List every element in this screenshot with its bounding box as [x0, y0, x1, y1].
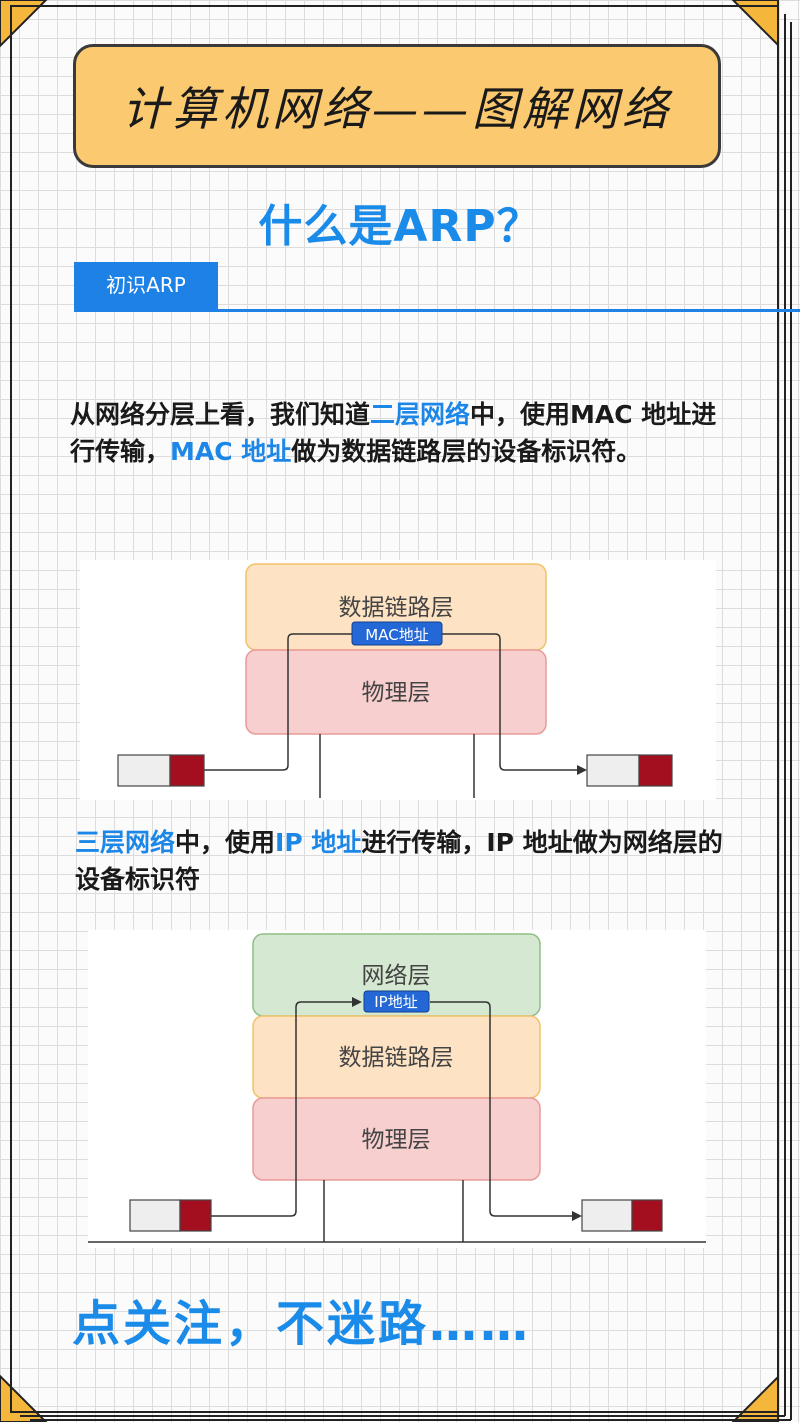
- receiver-device-port: [631, 1199, 663, 1232]
- path-arrow-up: [204, 633, 432, 771]
- para2-highlight-1: 三层网络: [75, 828, 176, 857]
- section-tab: 初识ARP: [74, 262, 218, 309]
- mac-address-tag-label: MAC地址: [365, 626, 428, 644]
- sender-device-body: [117, 754, 171, 787]
- ip-address-tag: [363, 990, 430, 1013]
- path-arrow-down: [442, 633, 577, 771]
- subtitle: 什么是ARP？: [258, 201, 542, 252]
- para1-highlight-2: MAC 地址: [170, 437, 292, 466]
- layer-datalink-label: 数据链路层: [339, 595, 454, 621]
- para1-text-2: 中，使用MAC 地址进行传输，: [70, 400, 717, 466]
- sender-device-port: [179, 1199, 212, 1232]
- paragraph-mac: 从网络分层上看，我们知道二层网络中，使用MAC 地址进行传输，MAC 地址做为数…: [70, 396, 740, 470]
- page-title: 计算机网络——图解网络: [122, 82, 672, 136]
- path-arrow-up: [211, 1001, 352, 1217]
- receiver-device-body: [581, 1199, 633, 1232]
- para2-text-2: 进行传输，IP 地址做为网络层的设备标识符: [75, 828, 723, 894]
- ip-address-tag-label: IP地址: [374, 993, 417, 1011]
- para1-text-1: 从网络分层上看，我们知道: [70, 400, 371, 429]
- receiver-device-port: [638, 754, 673, 787]
- layer-physical-label: 物理层: [362, 680, 431, 706]
- footer-call-to-action: 点关注，不迷路……: [72, 1296, 532, 1352]
- layer-datalink-label: 数据链路层: [339, 1045, 454, 1071]
- layer-physical: [252, 1097, 541, 1181]
- layer-physical: [245, 649, 547, 735]
- diagram-ip: 网络层 数据链路层 物理层 IP地址: [88, 930, 706, 1248]
- paragraph-ip: 三层网络中，使用IP 地址进行传输，IP 地址做为网络层的设备标识符: [75, 824, 745, 898]
- para2-highlight-2: IP 地址: [275, 828, 362, 857]
- mac-address-tag: [351, 621, 443, 646]
- receiver-device-body: [586, 754, 640, 787]
- para1-highlight-1: 二层网络: [370, 400, 471, 429]
- sender-device-port: [169, 754, 205, 787]
- path-arrow-down: [430, 1001, 572, 1217]
- layer-network-label: 网络层: [362, 963, 431, 989]
- para1-text-3: 做为数据链路层的设备标识符。: [291, 437, 642, 466]
- layer-physical-label: 物理层: [362, 1127, 431, 1153]
- section-divider: [74, 309, 800, 312]
- para2-text-1: 中，使用: [175, 828, 276, 857]
- title-banner: 计算机网络——图解网络: [73, 44, 721, 168]
- diagram-mac: 数据链路层 物理层 MAC地址: [80, 560, 716, 800]
- sender-device-body: [129, 1199, 181, 1232]
